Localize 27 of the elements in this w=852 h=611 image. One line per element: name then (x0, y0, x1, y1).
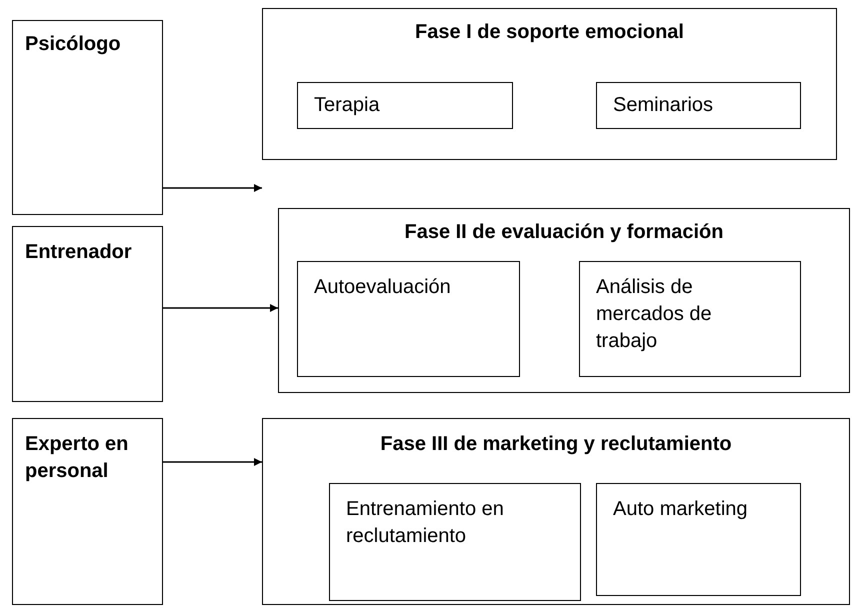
box-label: Entrenamiento en reclutamiento (346, 497, 505, 549)
box-heading: Fase III de marketing y reclutamiento (379, 432, 733, 457)
process-box (12, 226, 163, 402)
process-box (12, 20, 163, 215)
box-heading: Entrenador (25, 240, 133, 265)
process-box (262, 8, 837, 160)
arrow (163, 184, 262, 192)
box-label: Seminarios (613, 93, 714, 118)
box-label: Auto marketing (613, 497, 749, 522)
process-box (278, 208, 850, 393)
step-box (596, 483, 801, 596)
step-box (596, 82, 801, 129)
step-box (579, 261, 801, 377)
arrow (163, 304, 278, 312)
box-label: Autoevaluación (314, 275, 452, 300)
box-heading: Fase I de soporte emocional (414, 20, 685, 45)
process-box (262, 418, 850, 605)
box-label: Análisis de mercados de trabajo (596, 275, 713, 354)
process-box (12, 418, 163, 605)
box-label: Terapia (314, 93, 381, 118)
step-box (297, 82, 513, 129)
step-box (329, 483, 581, 601)
step-box (297, 261, 520, 377)
box-heading: Fase II de evaluación y formación (403, 220, 724, 245)
box-heading: Experto en personal (25, 432, 130, 484)
box-heading: Psicólogo (25, 32, 122, 57)
arrow (163, 458, 262, 466)
